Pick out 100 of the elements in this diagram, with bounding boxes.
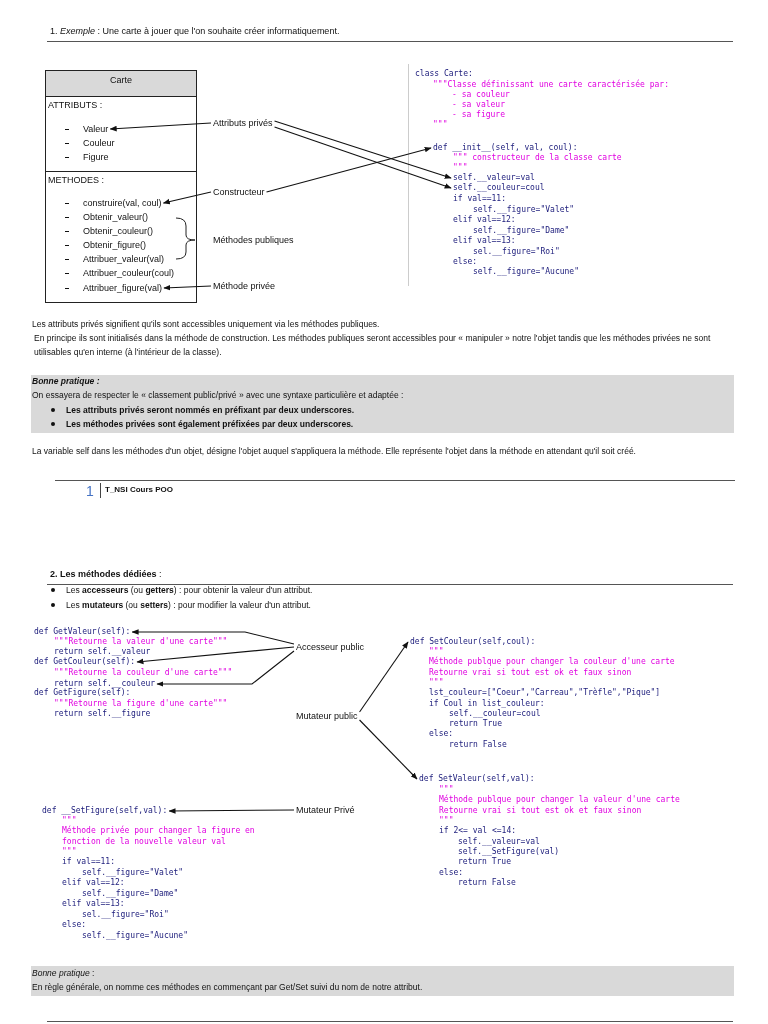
code-line: sel.__figure="Roi"	[82, 910, 169, 920]
code-line: elif val==12:	[62, 878, 125, 888]
section-heading: 2. Les méthodes dédiées :	[50, 568, 162, 580]
method-name: Attribuer_figure(val)	[83, 282, 163, 294]
bullet-text: Les attributs privés seront nommés en préfixant par deux underscores.	[66, 404, 355, 417]
code-line: elif val==13:	[62, 899, 125, 909]
code-line: """	[62, 816, 77, 825]
attribute-name: Couleur	[83, 137, 115, 149]
code-line: sel.__figure="Roi"	[473, 247, 560, 257]
code-line: def __SetFigure(self,val):	[42, 806, 168, 816]
code-line: def GetCouleur(self):	[34, 657, 136, 667]
code-line: """Retourne la couleur d'une carte"""	[54, 668, 233, 678]
code-line: else:	[453, 257, 478, 267]
bullet-text: Les accesseurs (ou getters) : pour obtenir la valeur d'un attribut.	[66, 584, 313, 597]
callout-label: Attributs privés	[213, 117, 273, 129]
code-line: self.__figure="Dame"	[473, 226, 570, 236]
compartment-title: ATTRIBUTS :	[48, 99, 103, 111]
arrow	[168, 808, 295, 814]
arrow	[136, 646, 295, 665]
paragraph: En principe ils sont initialisés dans la méthode de construction. Les méthodes publiques seront accessibles pour « manipuler » notre l'objet tandis que les méthodes privées ne sont utilisables qu'en interne (à l'intérieur de la classe).	[34, 332, 712, 359]
callout-label: Constructeur	[213, 186, 265, 198]
code-line: self.__couleur=coul	[449, 709, 541, 719]
code-line: if val==11:	[453, 194, 506, 204]
method-name: Attribuer_valeur(val)	[83, 253, 165, 265]
bullet-text: Les mutateurs (ou setters) : pour modifier la valeur d'un attribut.	[66, 599, 311, 612]
callout-label: Méthodes publiques	[213, 234, 294, 246]
code-line: lst_couleur=["Coeur","Carreau","Trèfle","Pique"]	[429, 688, 661, 698]
code-line: """Retourne la figure d'une carte"""	[54, 699, 228, 709]
section-heading: 1. Exemple : Une carte à jouer que l'on souhaite créer informatiquement.	[50, 25, 340, 37]
page-number: 1	[86, 484, 94, 498]
code-line: Méthode publque pour changer la couleur d'une carte	[429, 657, 675, 667]
callout-label: Méthode privée	[213, 280, 276, 292]
class-box	[45, 70, 197, 303]
code-line: Méthode publque pour changer la valeur d'une carte	[439, 795, 680, 805]
code-line: return self.__couleur	[54, 679, 156, 689]
code-line: self.__valeur=val	[458, 837, 540, 847]
code-line: self.__figure="Aucune"	[473, 267, 579, 277]
code-line: - sa figure	[452, 110, 505, 120]
code-line: def GetValeur(self):	[34, 627, 131, 637]
method-name: construire(val, coul)	[83, 197, 162, 209]
code-line: return False	[449, 740, 507, 750]
code-line: Retourne vrai si tout est ok et faux sinon	[429, 668, 632, 678]
code-line: return self.__figure	[54, 709, 151, 719]
method-name: Obtenir_couleur()	[83, 225, 154, 237]
paragraph: On essayera de respecter le « classement public/privé » avec une syntaxe particulière et adaptée :	[32, 389, 404, 402]
method-name: Attribuer_couleur(coul)	[83, 267, 175, 279]
code-line: if val==11:	[62, 857, 115, 867]
code-line: """	[439, 785, 454, 794]
code-line: self.__figure="Aucune"	[82, 931, 188, 941]
arrow	[156, 650, 295, 687]
arrow	[359, 719, 418, 780]
code-line: fonction de la nouvelle valeur val	[62, 837, 226, 847]
code-line: """Retourne la valeur d'une carte"""	[54, 637, 228, 647]
code-line: """	[62, 847, 77, 857]
method-name: Obtenir_figure()	[83, 239, 147, 251]
code-line: else:	[62, 920, 87, 930]
code-line: def GetFigure(self):	[34, 688, 131, 698]
code-line: - sa couleur	[452, 90, 510, 100]
callout-label: Mutateur Privé	[296, 804, 355, 816]
code-line: """	[433, 120, 448, 130]
code-line: - sa valeur	[452, 100, 505, 110]
arrow	[273, 126, 452, 189]
attribute-name: Figure	[83, 151, 109, 163]
code-line: Retourne vrai si tout est ok et faux sinon	[439, 806, 642, 816]
paragraph: Les attributs privés signifient qu'ils sont accessibles uniquement via les méthodes publiques.	[32, 318, 380, 331]
callout-label: Accesseur public	[296, 641, 365, 653]
code-line: return False	[458, 878, 516, 888]
code-line: """	[429, 678, 444, 687]
note-heading: Bonne pratique :	[32, 967, 95, 980]
code-line: self.__figure="Dame"	[82, 889, 179, 899]
code-line: elif val==13:	[453, 236, 516, 246]
code-line: """	[429, 647, 444, 656]
attribute-name: Valeur	[83, 123, 109, 135]
code-line: self.__figure="Valet"	[82, 868, 184, 878]
code-line: def __init__(self, val, coul):	[433, 143, 578, 153]
code-line: return self.__valeur	[54, 647, 151, 657]
arrow	[131, 629, 295, 645]
arrow	[162, 191, 212, 205]
code-line: self.__couleur=coul	[453, 183, 545, 193]
arrow	[109, 122, 212, 132]
code-line: if Coul in list_couleur:	[429, 699, 545, 709]
code-line: self.__SetFigure(val)	[458, 847, 560, 857]
code-line: def SetCouleur(self,coul):	[410, 637, 536, 647]
code-line: return True	[449, 719, 502, 729]
arrow	[265, 146, 432, 193]
arrow	[359, 641, 409, 713]
paragraph: En règle générale, on nomme ces méthodes en commençant par Get/Set suivi du nom de notre attribut.	[32, 981, 423, 994]
code-line: """ constructeur de la classe carte	[453, 153, 622, 163]
arrow	[163, 284, 212, 291]
code-line: self.__figure="Valet"	[473, 205, 575, 215]
code-line: if 2<= val <=14:	[439, 826, 517, 836]
code-line: """	[439, 816, 454, 826]
code-line: self.__valeur=val	[453, 173, 535, 183]
arrow	[273, 120, 452, 179]
paragraph: La variable self dans les méthodes d'un objet, désigne l'objet auquel s'appliquera la méthode. Elle représente l'objet dans la méthode en attendant qu'il soit créé.	[32, 445, 636, 458]
class-name: Carte	[46, 71, 196, 97]
note-heading: Bonne pratique :	[32, 375, 100, 388]
code-line: """	[453, 163, 468, 173]
code-line: """Classe définissant une carte caractérisée par:	[433, 80, 669, 90]
compartment-title: METHODES :	[48, 174, 104, 186]
